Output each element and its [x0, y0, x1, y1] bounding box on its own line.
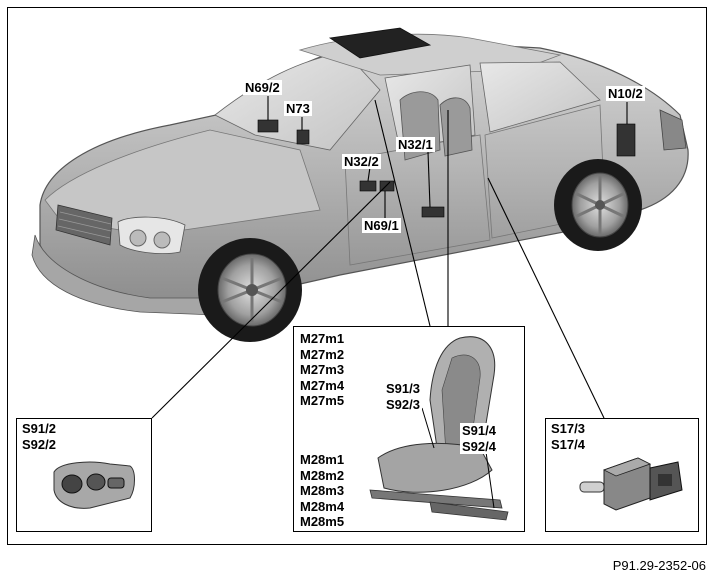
left-box-labels: S91/2 S92/2 [22, 421, 56, 452]
callout-n32-2: N32/2 [342, 154, 381, 169]
callout-n69-2: N69/2 [243, 80, 282, 95]
leader-lines [151, 96, 628, 419]
motor-label: M27m3 [300, 362, 345, 377]
component-markers [257, 119, 636, 218]
front-wheel [198, 238, 302, 342]
callout-n69-1: N69/1 [362, 218, 401, 233]
seat-adjust-switch-image [53, 461, 135, 509]
right-box-labels: S17/3 S17/4 [551, 421, 585, 452]
callout-n73: N73 [284, 101, 312, 116]
switch-label: S92/3 [386, 396, 420, 412]
motor-label: M28m3 [300, 483, 345, 498]
m27-motor-list: M27m1 M27m2 M27m3 M27m4 M27m5 [300, 331, 344, 409]
switch-label: S91/3 [386, 381, 420, 396]
switch-label: S92/4 [462, 438, 496, 454]
motor-label: M27m4 [300, 377, 345, 393]
motor-label: M28m4 [300, 498, 345, 514]
callout-n10-2: N10/2 [606, 86, 645, 101]
motor-label: M28m5 [300, 514, 345, 529]
motor-label: M27m2 [300, 346, 345, 362]
right-box-label: S17/3 [551, 421, 585, 436]
motor-label: M27m5 [300, 393, 345, 408]
left-box-label: S92/2 [22, 436, 56, 452]
motor-label: M28m2 [300, 467, 345, 483]
door-contact-switch-image [579, 457, 683, 511]
m28-motor-list: M28m1 M28m2 M28m3 M28m4 M28m5 [300, 452, 344, 530]
callout-n32-1: N32/1 [396, 137, 435, 152]
rear-wheel [554, 159, 642, 251]
figure-id: P91.29-2352-06 [612, 558, 706, 573]
motor-label: M28m1 [300, 452, 345, 467]
right-box-label: S17/4 [551, 436, 585, 452]
switch-a-labels: S91/3 S92/3 [384, 381, 422, 412]
switch-b-labels: S91/4 S92/4 [460, 423, 498, 454]
left-box-label: S91/2 [22, 421, 56, 436]
switch-label: S91/4 [462, 423, 496, 438]
motor-label: M27m1 [300, 331, 345, 346]
